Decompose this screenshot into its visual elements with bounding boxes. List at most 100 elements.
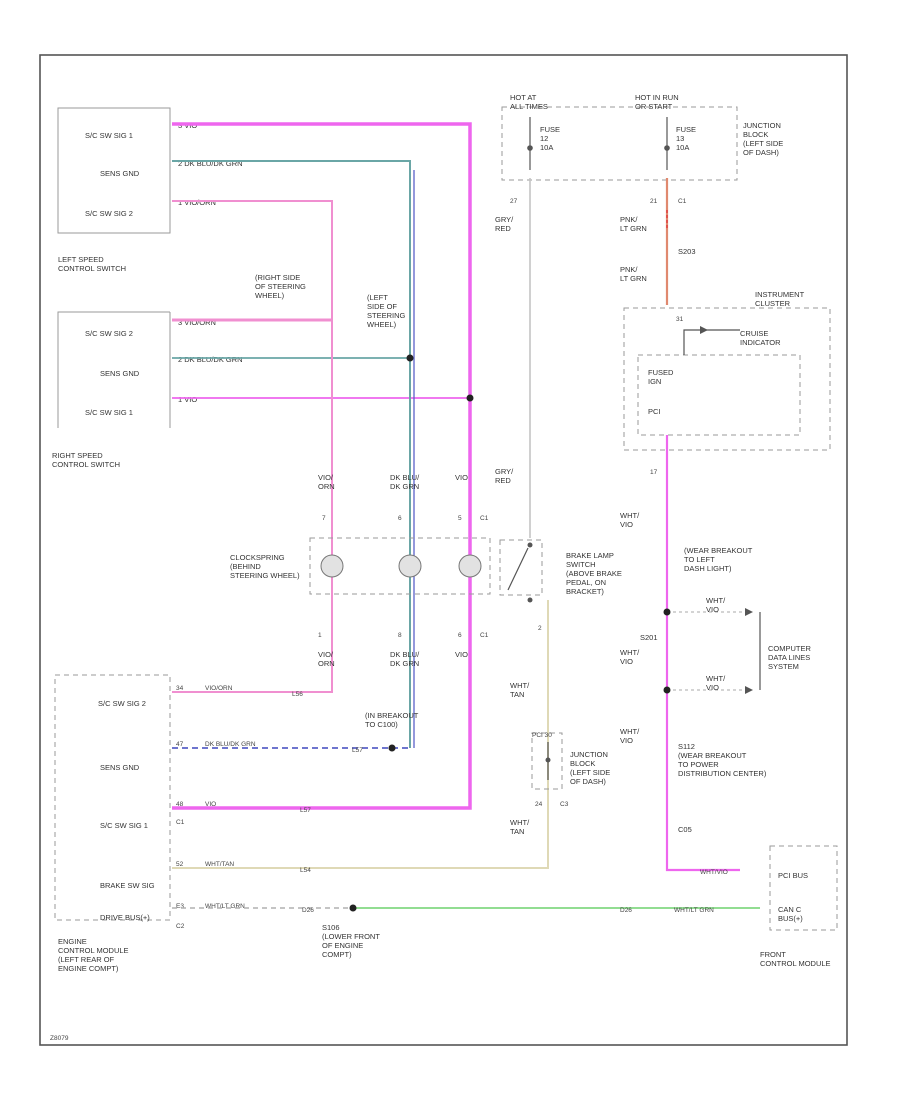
left-switch-pin-3: S/C SW SIG 2	[85, 209, 133, 218]
right-switch-wire-2: 2 DK BLU/DK GRN	[178, 355, 243, 364]
label-pnk-lt-grn-2: PNK/LT GRN	[620, 265, 647, 283]
s106-tag: D26	[302, 907, 314, 914]
clockspring-coil-1	[320, 554, 344, 578]
fcm-wire-1: WHT/VIO	[700, 869, 728, 876]
label-wht-tan-1: WHT/TAN	[510, 681, 530, 699]
ecm-pin-label-2: SENS GND	[100, 763, 140, 772]
wire-violet	[172, 122, 472, 810]
left-switch-wire-2: 2 DK BLU/DK GRN	[178, 159, 243, 168]
label-gry-red-1: GRY/RED	[495, 215, 514, 233]
wire-vio-orn	[172, 200, 333, 693]
ecm-pin-num-1: 34	[176, 685, 184, 692]
ecm-wire-tag-1: L56	[292, 691, 303, 698]
clockspring-coil-3	[458, 554, 482, 578]
wire-dk-blu-dk-grn	[172, 160, 411, 748]
label-vio-orn-top: VIO/ORN	[318, 473, 335, 491]
clockspring-bottom-pin-3: 6	[458, 632, 462, 639]
ecm-pin-label-1: S/C SW SIG 2	[98, 699, 146, 708]
diagram-frame	[39, 54, 848, 1046]
ic-pin-31: 31	[676, 316, 684, 323]
splice-s203: S203	[678, 247, 696, 256]
right-switch-pin-3: S/C SW SIG 1	[85, 408, 133, 417]
label-wht-vio-1: WHT/VIO	[620, 511, 640, 529]
label-vio-bottom: VIO	[455, 650, 468, 659]
splice-s112-dot	[663, 686, 671, 694]
label-wht-tan-2: WHT/TAN	[510, 818, 530, 836]
left-switch-pin-1: S/C SW SIG 1	[85, 131, 133, 140]
ecm-pin-num-3: 48	[176, 801, 184, 808]
ecm-pin-num-5: E3	[176, 903, 184, 910]
ecm-wire-1: VIO/ORN	[205, 685, 233, 692]
diagram-id: Z8079	[50, 1035, 69, 1042]
wires-steering	[172, 122, 474, 810]
label-wht-vio-2: WHT/VIO	[620, 648, 640, 666]
ecm-wire-tag-4: L54	[300, 867, 311, 874]
splice-dot-dkblu	[406, 354, 414, 362]
ecm-pin-label-4: BRAKE SW SIG	[100, 881, 155, 890]
ecm-wire-2: DK BLU/DK GRN	[205, 741, 256, 748]
wht-vio-tag-1: WHT/VIO	[706, 596, 726, 614]
ic-pin-17: 17	[650, 469, 658, 476]
clockspring-top-pin-1: 7	[322, 515, 326, 522]
fcm-wire-2: WHT/LT GRN	[674, 907, 714, 914]
fuse-pin-27: 27	[510, 198, 518, 205]
label-vio-orn-bottom: VIO/ORN	[318, 650, 335, 668]
ecm-pin-num-2: 47	[176, 741, 184, 748]
clockspring-coil-2	[398, 554, 422, 578]
ecm-wire-tag-2: L57	[352, 747, 363, 754]
fcm-tag: D26	[620, 907, 632, 914]
ecm-conn-c1: C1	[176, 819, 185, 826]
pci-pin: PCI	[648, 407, 661, 416]
tag-c05: C05	[678, 825, 692, 834]
jb2-conn: C3	[560, 801, 569, 808]
right-switch-wire-3: 1 VIO	[178, 395, 197, 404]
label-vio-top: VIO	[455, 473, 468, 482]
label-wht-vio-3: WHT/VIO	[620, 727, 640, 745]
brake-switch-pin-2: 2	[538, 625, 542, 632]
left-switch-wire-3: 1 VIO/ORN	[178, 198, 216, 207]
wire-wht-tan	[172, 600, 549, 869]
splice-dot-violet	[466, 394, 474, 402]
clockspring-top-pin-2: 6	[398, 515, 402, 522]
left-switch-pin-2: SENS GND	[100, 169, 140, 178]
clockspring-c1-bottom: C1	[480, 632, 489, 639]
ecm-wire-tag-3: L57	[300, 807, 311, 814]
clockspring-bottom-pin-2: 8	[398, 632, 402, 639]
clockspring-top-pin-3: 5	[458, 515, 462, 522]
jb2-pin: 24	[535, 801, 543, 808]
splice-dot-ecm-gnd	[388, 744, 396, 752]
ecm-wire-4: WHT/TAN	[205, 861, 234, 868]
right-switch-wire-1: 3 VIO/ORN	[178, 318, 216, 327]
ecm-wire-5: WHT/LT GRN	[205, 903, 245, 910]
wht-vio-tag-2: WHT/VIO	[706, 674, 726, 692]
label-gry-red-2: GRY/RED	[495, 467, 514, 485]
label-pnk-lt-grn-1: PNK/LT GRN	[620, 215, 647, 233]
right-speed-control-switch: S/C SW SIG 2 SENS GND S/C SW SIG 1 3 VIO…	[52, 311, 243, 469]
wire-wht-vio	[665, 435, 740, 872]
ecm-conn-c2: C2	[176, 923, 185, 930]
fcm-pin-1: PCI BUS	[778, 871, 808, 880]
clockspring-c1-top: C1	[480, 515, 489, 522]
label-dkblu-top: DK BLU/DK GRN	[390, 473, 420, 491]
